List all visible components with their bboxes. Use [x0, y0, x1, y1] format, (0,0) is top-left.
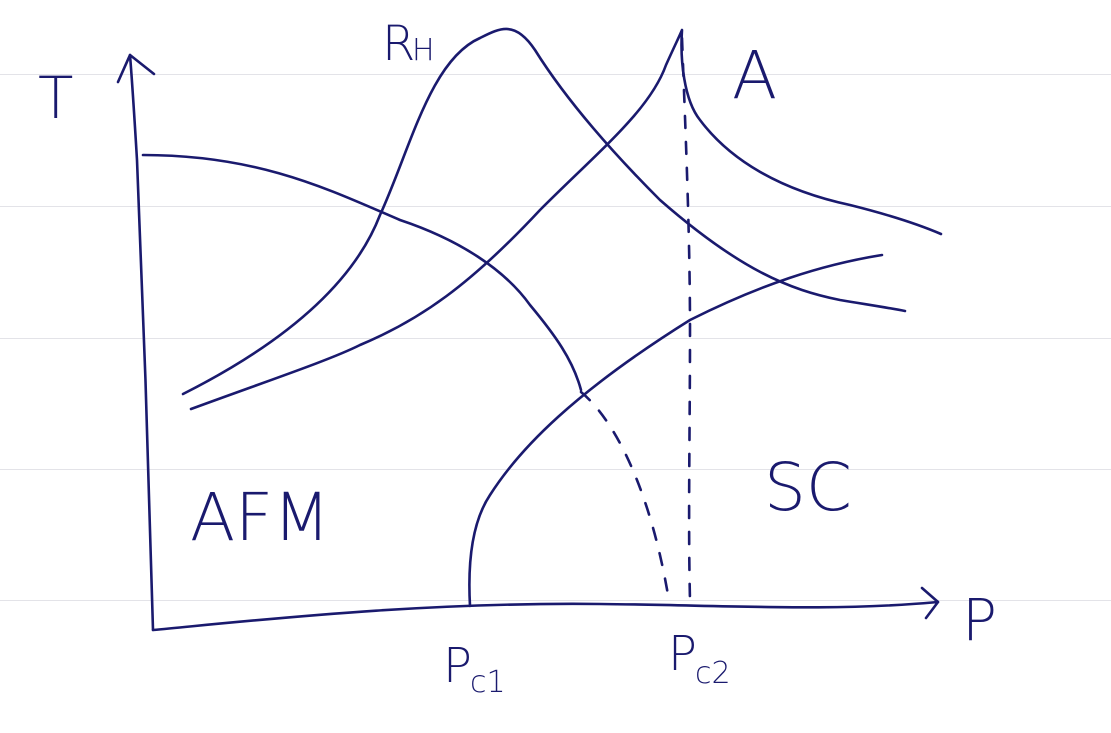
ruled-line	[0, 600, 1111, 601]
afm-boundary-dashed-extension	[579, 390, 670, 597]
afm-boundary-curve	[141, 153, 583, 392]
ruled-line	[0, 74, 1111, 75]
pc1-subscript: c1	[470, 665, 506, 700]
hall-coefficient-subscript: H	[412, 33, 435, 68]
p-axis-label: P	[962, 586, 997, 654]
pc2-subscript: c2	[695, 656, 731, 691]
pc2-label: P	[668, 626, 697, 682]
pc1-label: P	[443, 638, 472, 694]
afm-region-label: AFM	[190, 479, 330, 556]
hall-coefficient-label: R	[382, 16, 415, 72]
t-axis	[128, 53, 155, 632]
ruled-line	[0, 469, 1111, 470]
pc2-dashed-line	[680, 36, 692, 602]
t-axis-arrowhead	[116, 53, 156, 84]
p-axis-arrowhead	[920, 586, 940, 620]
hall-coefficient-curve	[181, 27, 907, 396]
sc-region-label: SC	[764, 449, 852, 526]
a-coefficient-label: A	[732, 37, 777, 114]
a-coefficient-curve	[189, 28, 943, 411]
ruled-line	[0, 206, 1111, 207]
sc-boundary-curve	[468, 253, 884, 608]
p-axis	[151, 600, 940, 632]
t-axis-label: T	[38, 64, 73, 132]
